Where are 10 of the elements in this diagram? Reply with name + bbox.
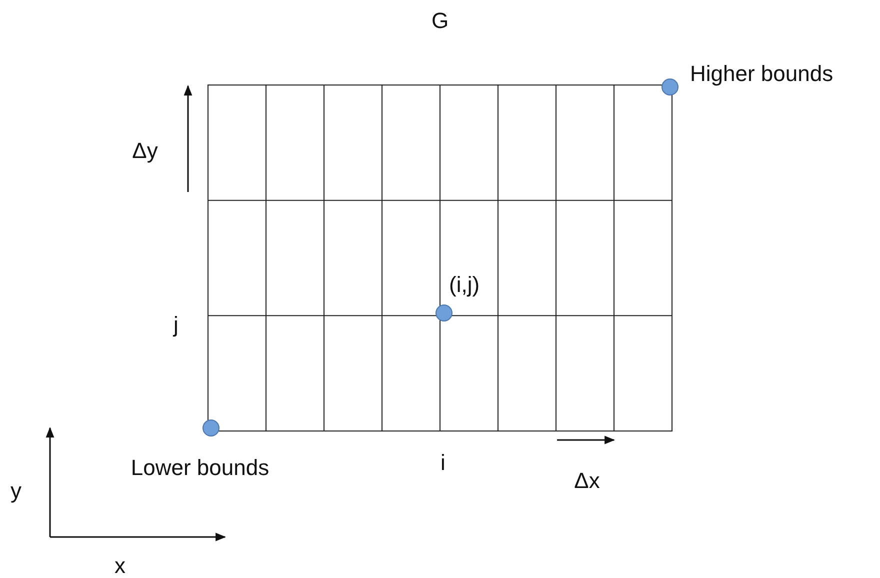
- step-label: Δy: [132, 140, 158, 162]
- grid-title: G: [431, 10, 449, 32]
- point-label: Lower bounds: [130, 457, 270, 479]
- point-label: (i,j): [449, 274, 480, 296]
- point-label: Higher bounds: [690, 63, 834, 85]
- index-label: i: [440, 452, 446, 474]
- index-label: j: [174, 314, 178, 336]
- axis-label: x: [114, 555, 126, 577]
- axis-label: y: [10, 480, 22, 502]
- step-label: Δx: [574, 470, 600, 492]
